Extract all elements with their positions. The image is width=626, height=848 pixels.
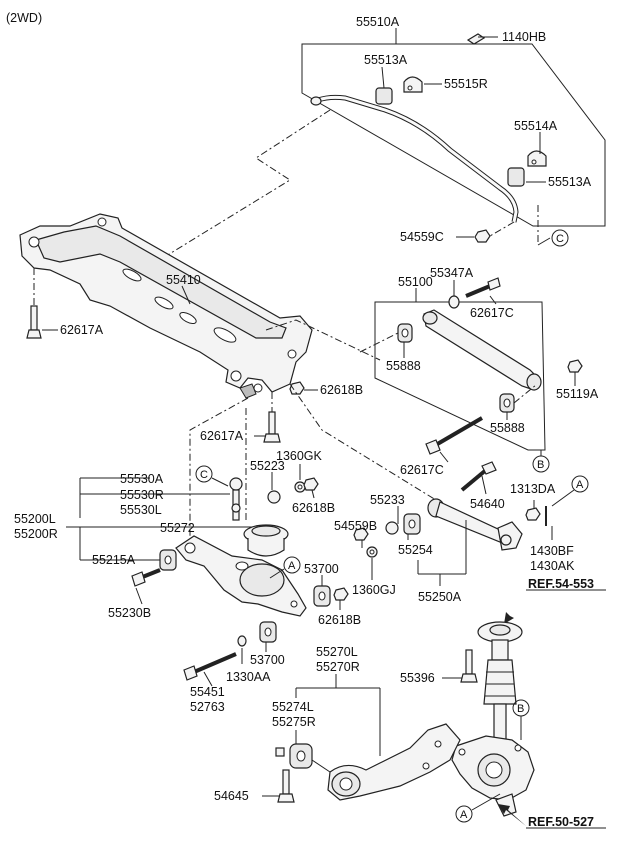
subframe — [19, 213, 313, 399]
variant-label: (2WD) — [6, 11, 42, 25]
part-label-54559B: 54559B — [334, 519, 377, 533]
part-label-54645: 54645 — [214, 789, 249, 803]
bolt-62617A-left — [26, 268, 58, 339]
callout-c-left: C — [200, 469, 208, 481]
part-label-55215A: 55215A — [92, 553, 136, 567]
part-label-53700-bottom: 53700 — [250, 653, 285, 667]
callout-a-mid: A — [288, 560, 296, 572]
part-label-55451: 55451 — [190, 685, 225, 699]
part-label-55233: 55233 — [370, 493, 405, 507]
part-label-55119A: 55119A — [556, 387, 599, 401]
part-label-55513A-top: 55513A — [364, 53, 408, 67]
part-label-55230B: 55230B — [108, 606, 151, 620]
part-label-1430BF: 1430BF — [530, 544, 574, 558]
part-label-55410: 55410 — [166, 273, 201, 287]
part-label-53700-top: 53700 — [304, 562, 339, 576]
part-label-55530R: 55530R — [120, 488, 164, 502]
part-label-55272: 55272 — [160, 521, 195, 535]
lower-control-arm — [175, 535, 307, 617]
part-label-62617C-top: 62617C — [470, 306, 514, 320]
part-label-55396: 55396 — [400, 671, 435, 685]
stabilizer-link — [229, 477, 243, 521]
part-label-1140HB: 1140HB — [502, 30, 546, 44]
part-label-62618B-bottom: 62618B — [318, 613, 361, 627]
part-label-55530L: 55530L — [120, 503, 162, 517]
part-label-1330AA: 1330AA — [226, 670, 271, 684]
part-label-55200R: 55200R — [14, 527, 58, 541]
bolt-55230B — [131, 568, 161, 605]
part-label-55513A-right: 55513A — [548, 175, 592, 189]
part-label-54559C: 54559C — [400, 230, 444, 244]
part-label-62618B-left: 62618B — [292, 501, 335, 515]
knuckle — [451, 735, 535, 817]
part-label-55250A: 55250A — [418, 590, 462, 604]
part-label-62617A-left: 62617A — [60, 323, 104, 337]
trailing-arm — [327, 723, 461, 801]
part-label-1430AK: 1430AK — [530, 559, 575, 573]
part-label-55100: 55100 — [398, 275, 433, 289]
part-label-55888-bottom: 55888 — [490, 421, 525, 435]
part-label-55347A: 55347A — [430, 266, 474, 280]
bolt-55451 — [183, 652, 237, 687]
part-label-62618B-mid: 62618B — [320, 383, 363, 397]
part-label-62617A-mid: 62617A — [200, 429, 244, 443]
callout-b-mid: B — [537, 459, 544, 471]
part-label-55275R: 55275R — [272, 715, 316, 729]
part-label-55888-top: 55888 — [386, 359, 421, 373]
bolt-54645 — [262, 769, 295, 803]
part-label-55515R: 55515R — [444, 77, 488, 91]
part-label-1360GK: 1360GK — [276, 449, 323, 463]
upper-arm-group: 55100 55347A 62617C 55888 55888 — [359, 266, 546, 451]
callout-a-right: A — [576, 479, 584, 491]
stabilizer-bar-group: 55510A 1140HB 55513A 55515R 55514A 55513… — [301, 15, 606, 247]
shock-absorber — [477, 621, 523, 745]
part-label-1360GJ: 1360GJ — [352, 583, 396, 597]
bolt-62617C-bottom — [425, 416, 484, 463]
callout-c-top: C — [556, 233, 564, 245]
part-label-55530A: 55530A — [120, 472, 164, 486]
part-label-55270R: 55270R — [316, 660, 360, 674]
part-label-55200L: 55200L — [14, 512, 56, 526]
spring-seat — [243, 524, 289, 557]
ref-label-54-553: REF.54-553 — [528, 577, 594, 591]
part-label-55514A: 55514A — [514, 119, 558, 133]
callout-b-bottom: B — [517, 703, 524, 715]
part-label-55223: 55223 — [250, 459, 285, 473]
part-label-1313DA: 1313DA — [510, 482, 556, 496]
trailing-arm-bushing — [275, 743, 331, 773]
part-label-55274L: 55274L — [272, 700, 314, 714]
part-label-55510A: 55510A — [356, 15, 400, 29]
bolt-55396 — [442, 649, 478, 683]
part-label-55254: 55254 — [398, 543, 433, 557]
ref-label-50-527: REF.50-527 — [528, 815, 594, 829]
part-label-62617C-bottom: 62617C — [400, 463, 444, 477]
part-label-55270L: 55270L — [316, 645, 358, 659]
part-label-52763: 52763 — [190, 700, 225, 714]
lateral-arm — [427, 498, 523, 551]
part-label-54640: 54640 — [470, 497, 505, 511]
bolt-62617A-mid — [254, 392, 281, 443]
callout-a-bottom: A — [460, 809, 468, 821]
bolt-54640 — [460, 461, 497, 495]
